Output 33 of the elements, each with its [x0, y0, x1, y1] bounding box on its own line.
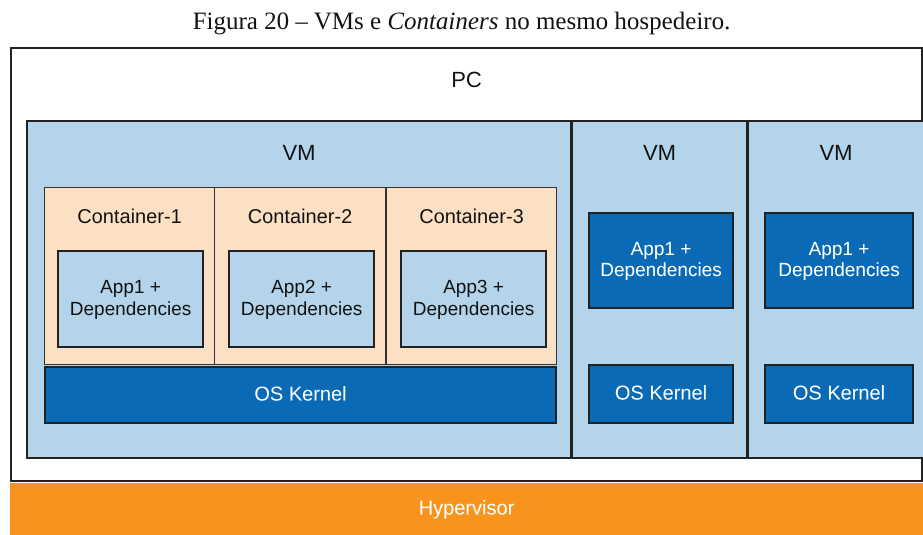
- box-label: Container-3: [418, 206, 525, 229]
- pc-box: [10, 47, 923, 482]
- box-label: OS Kernel: [253, 384, 348, 406]
- box-label: VM: [282, 140, 316, 166]
- box-label: App1 + Dependencies: [777, 238, 901, 282]
- app-box: [57, 250, 204, 348]
- app-box: [400, 250, 547, 348]
- vm-box: [26, 120, 572, 459]
- box-label: Container-1: [76, 206, 183, 229]
- box-label: Hypervisor: [418, 498, 516, 520]
- kernel-box: [588, 364, 734, 424]
- box-label: Container-2: [246, 206, 354, 229]
- box-label: OS Kernel: [792, 382, 886, 406]
- vm-box: [747, 120, 923, 459]
- container-box: [214, 187, 386, 365]
- container-box: [44, 187, 215, 365]
- box-label: PC: [450, 67, 483, 92]
- box-label: VM: [818, 140, 854, 166]
- app-box: [764, 212, 914, 309]
- container-box: [386, 187, 557, 365]
- box-label: App1 + Dependencies: [68, 277, 192, 321]
- app-box: [588, 212, 734, 309]
- kernel-box: [764, 364, 914, 424]
- box-label: App1 + Dependencies: [599, 238, 723, 282]
- kernel-box: [44, 366, 557, 424]
- figure-title: Figura 20 – VMs e Containers no mesmo hospedeiro.: [192, 8, 732, 36]
- box-label: OS Kernel: [614, 382, 708, 406]
- vm-box: [571, 120, 748, 459]
- hypervisor-band: [10, 483, 923, 535]
- box-label: VM: [642, 140, 677, 166]
- app-box: [228, 250, 375, 348]
- box-label: App2 + Dependencies: [240, 277, 364, 321]
- box-label: App3 + Dependencies: [412, 277, 536, 321]
